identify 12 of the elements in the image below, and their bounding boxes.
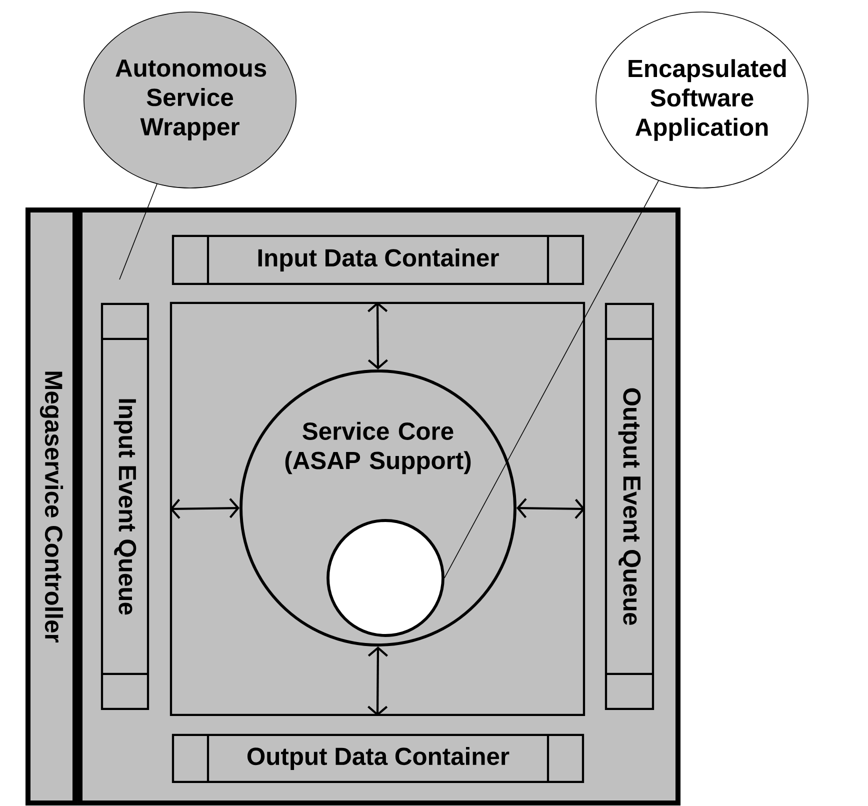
event-queue: Output Event Queue xyxy=(604,302,654,710)
leader-line xyxy=(444,180,659,578)
controller-bar: Megaservice Controller xyxy=(26,208,78,806)
arrow xyxy=(368,646,388,716)
application-circle xyxy=(326,519,444,637)
data-container: Output Data Container xyxy=(172,734,584,784)
arrow xyxy=(368,302,388,370)
arrow xyxy=(516,498,586,519)
data-container: Input Data Container xyxy=(172,234,584,286)
leader-line xyxy=(119,184,158,280)
event-queue: Input Event Queue xyxy=(100,302,150,710)
arrow xyxy=(170,498,240,519)
